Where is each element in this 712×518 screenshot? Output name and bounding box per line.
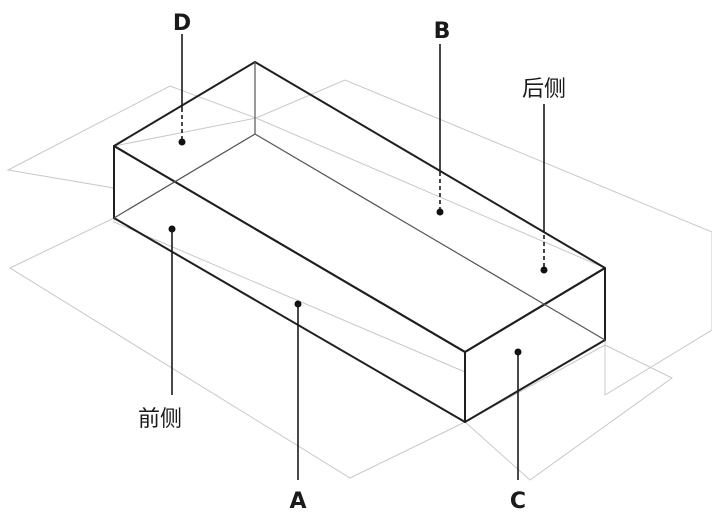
rectangular-box xyxy=(113,61,606,423)
label-B: B xyxy=(434,19,451,44)
label-back-group: 后侧 xyxy=(522,77,566,274)
point-D xyxy=(178,138,186,146)
label-A-group: A xyxy=(289,300,307,514)
label-D-group: D xyxy=(173,11,191,146)
box-back-left-edge xyxy=(113,133,256,219)
front-plane-left-strip xyxy=(8,217,466,479)
point-B xyxy=(436,208,444,216)
point-back xyxy=(540,266,548,274)
label-front: 前侧 xyxy=(138,407,182,432)
label-D: D xyxy=(173,11,191,36)
label-back: 后侧 xyxy=(522,77,566,102)
back-plane xyxy=(6,79,712,396)
front-plane-right-strip xyxy=(464,344,673,481)
label-A: A xyxy=(289,489,306,514)
label-front-group: 前侧 xyxy=(138,225,182,432)
label-B-group: B xyxy=(434,19,451,216)
label-C-group: C xyxy=(510,348,526,514)
label-C: C xyxy=(510,489,526,514)
box-front-face xyxy=(113,145,466,423)
box-right-face xyxy=(464,267,606,423)
box-top-face xyxy=(113,61,606,353)
back-plane-left-strip xyxy=(6,85,258,189)
box-back-bottom-edge xyxy=(254,133,606,341)
back-plane-right-strip xyxy=(254,79,712,396)
